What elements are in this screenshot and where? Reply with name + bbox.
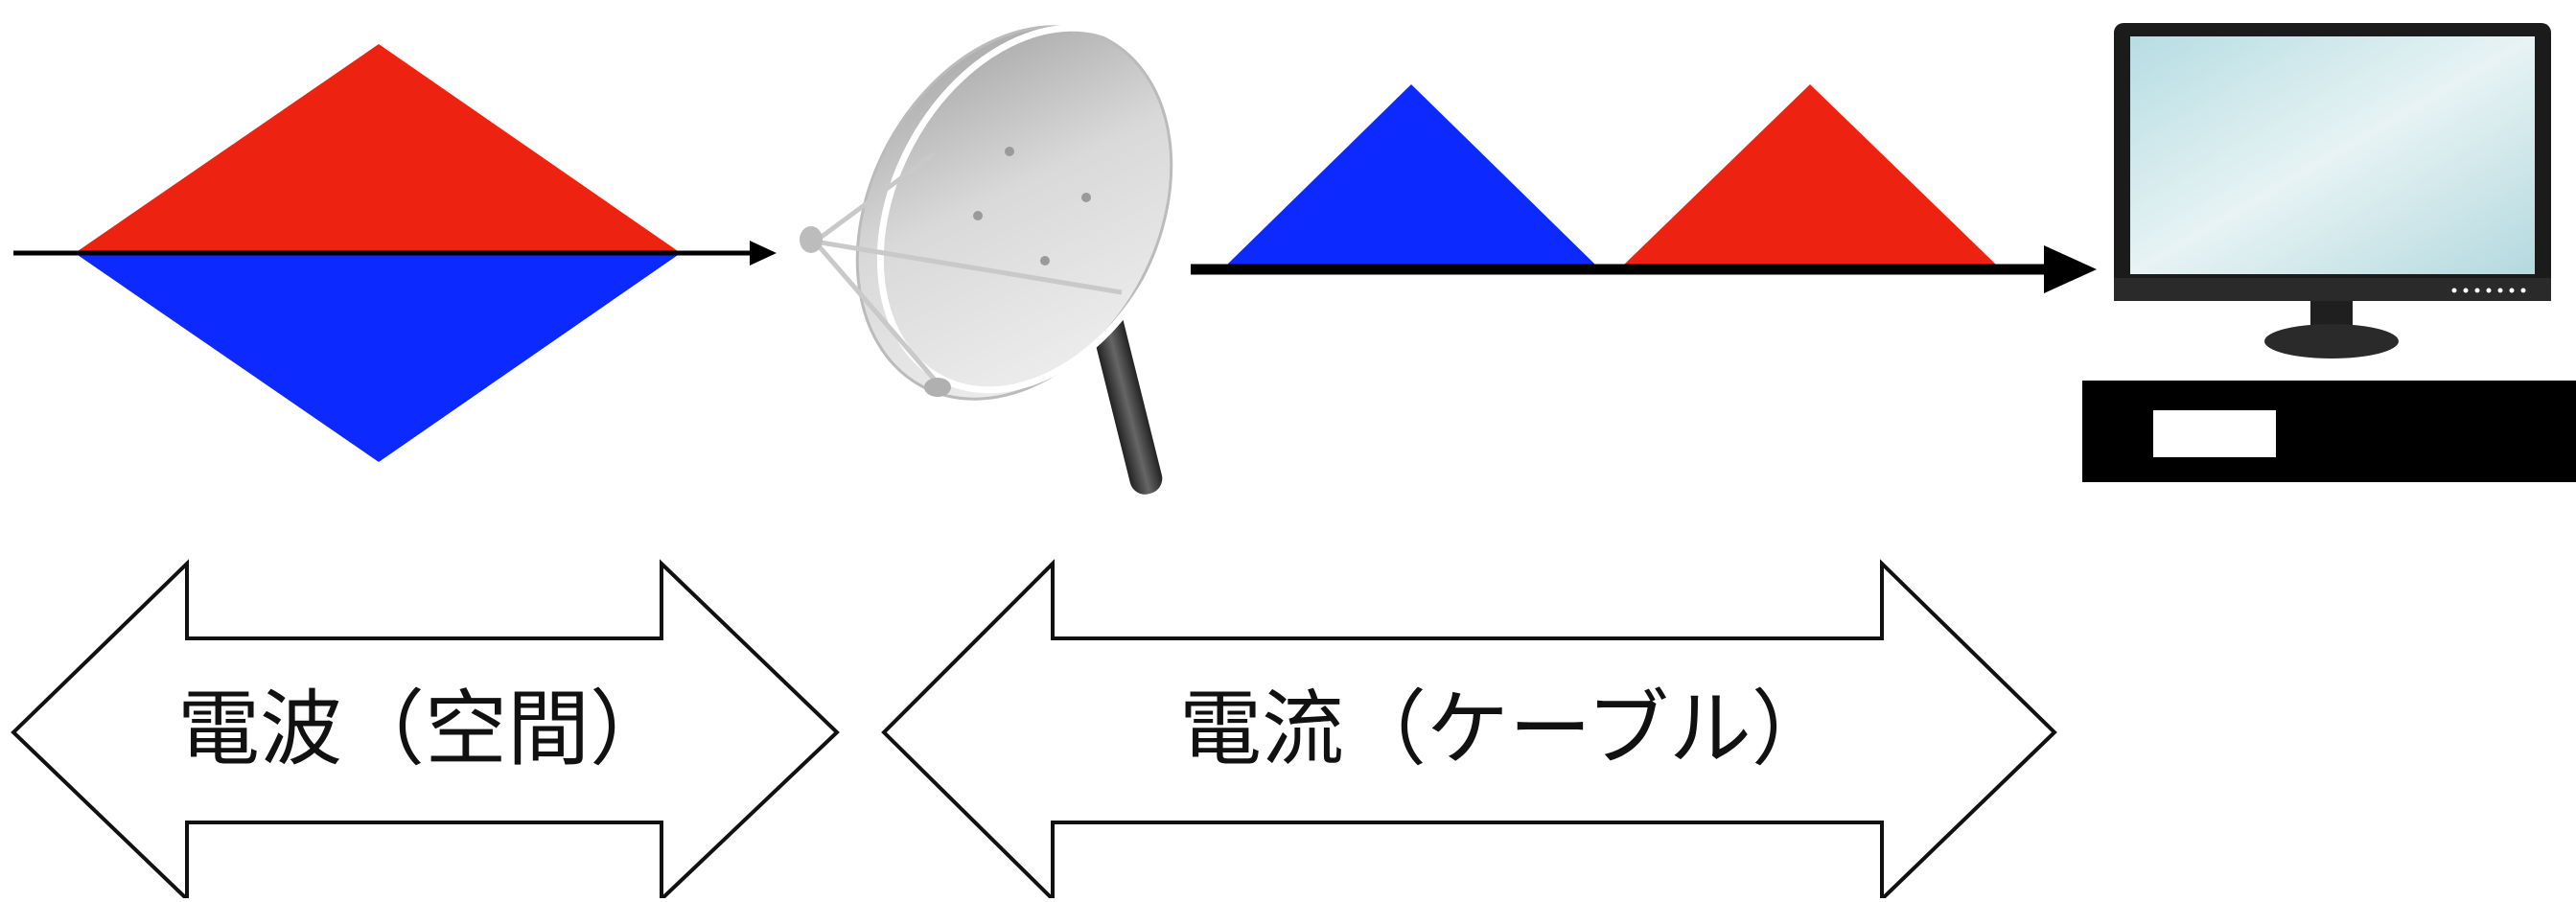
- cable-current-blue-peak: [1227, 84, 1595, 265]
- dish-feed-horn: [800, 226, 823, 253]
- set-top-box-display: [2153, 410, 2276, 457]
- cable-current-double-arrow: [881, 559, 2057, 902]
- monitor-screen: [2130, 36, 2535, 274]
- radio-wave-lower-half: [75, 253, 681, 462]
- dish-feed-arm-bottom: [813, 240, 941, 387]
- set-top-box-icon: [2082, 381, 2576, 482]
- monitor-icon: [2114, 23, 2551, 358]
- dish-feed-arm-mid: [814, 239, 1123, 295]
- dish-bowl: [855, 25, 1173, 401]
- cable-current-graphic: [1191, 84, 2097, 293]
- monitor-stand: [2264, 324, 2399, 358]
- radio-space-double-arrow: [11, 559, 840, 902]
- radio-wave-graphic: [13, 44, 777, 462]
- radio-wave-label: 電波（空間）: [177, 682, 672, 777]
- radio-wave-upper-half: [75, 44, 681, 253]
- cable-current-label: 電流（ケーブル）: [1179, 682, 1834, 777]
- radio-wave-arrow-head: [750, 241, 777, 266]
- satellite-dish-icon: [800, 24, 1185, 495]
- cable-current-red-peak: [1624, 84, 1996, 265]
- dish-pole: [1090, 307, 1163, 495]
- dish-feed-arm-top: [813, 150, 937, 244]
- cable-current-arrow-head: [2044, 245, 2097, 293]
- monitor-chin: [2114, 278, 2551, 301]
